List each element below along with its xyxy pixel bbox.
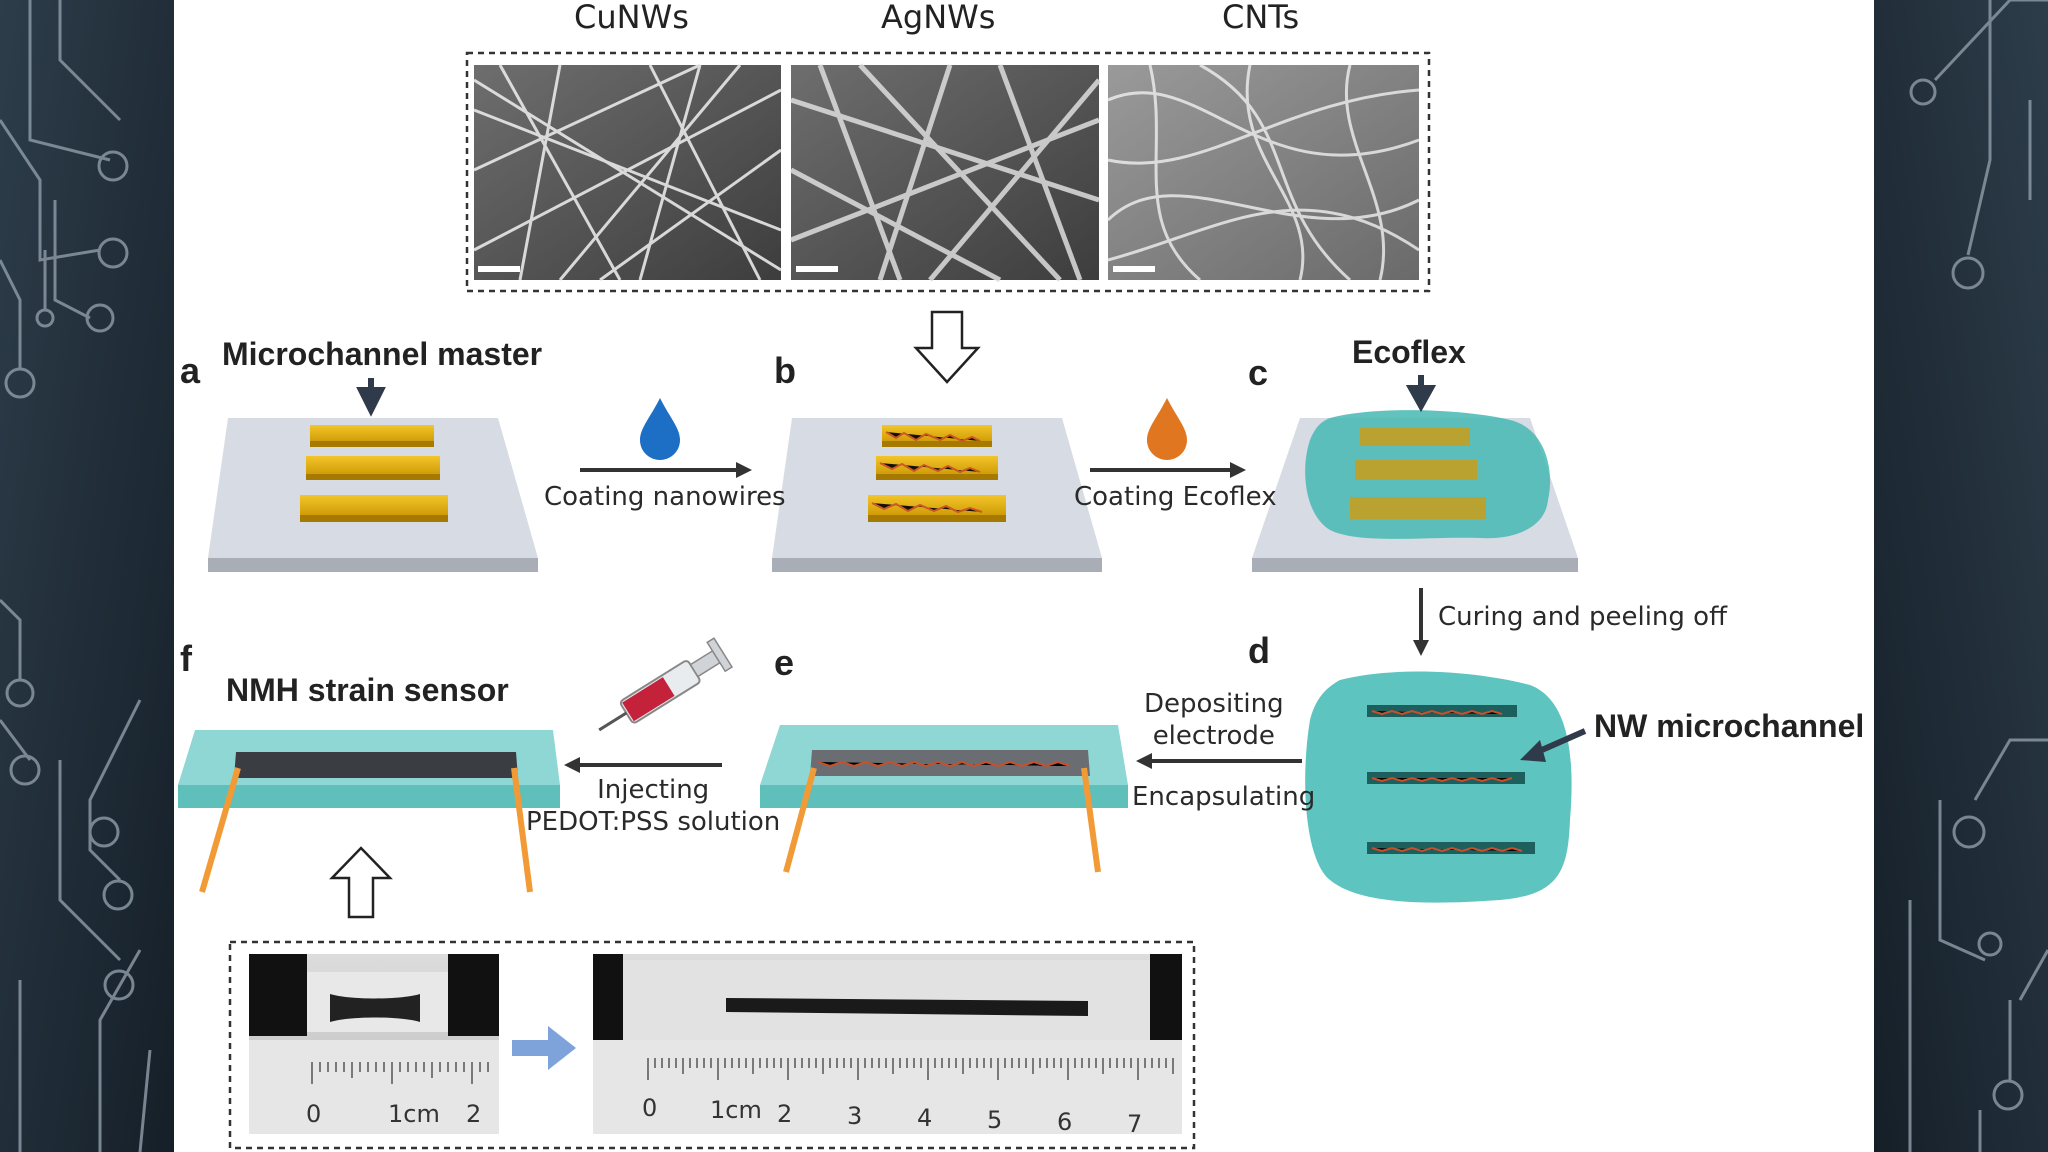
ruler-label-7-b: 7 <box>1127 1110 1143 1138</box>
ruler-label-1cm-b: 1cm <box>710 1096 762 1124</box>
step-depositing-electrode: Depositing electrode <box>1144 688 1284 752</box>
blue-drop-icon <box>640 398 680 460</box>
ruler-label-3-b: 3 <box>847 1102 863 1130</box>
panel-b-substrate <box>772 418 1102 572</box>
arrow-c-to-d-head <box>1413 640 1429 656</box>
photo-frame <box>228 940 1196 1150</box>
photo-after-stretch <box>593 954 1182 1134</box>
orange-drop-icon <box>1147 398 1187 460</box>
ruler-label-2-a: 2 <box>466 1100 482 1128</box>
sem-label-cunws: CuNWs <box>574 0 689 36</box>
photo-before-stretch <box>249 954 499 1134</box>
panel-f-sensor <box>178 730 560 893</box>
panel-a-substrate <box>208 418 538 572</box>
panel-letter-b: b <box>774 350 796 391</box>
arrow-a-to-b-head <box>736 462 752 478</box>
step-injecting-line1: Injecting <box>597 775 710 805</box>
right-background <box>1874 0 2048 1152</box>
ruler-label-0-a: 0 <box>306 1100 322 1128</box>
hollow-arrow-down <box>913 310 981 384</box>
step-injecting: Injecting PEDOT:PSS solution <box>526 774 780 838</box>
step-depositing-line2: electrode <box>1152 721 1275 751</box>
step-coating-nanowires: Coating nanowires <box>544 482 786 512</box>
ruler-label-4-b: 4 <box>917 1104 933 1132</box>
panel-letter-e: e <box>774 642 795 683</box>
ruler-label-2-b: 2 <box>777 1100 793 1128</box>
sem-image-agnws <box>791 65 1099 280</box>
panel-a-title: Microchannel master <box>222 336 543 372</box>
left-background <box>0 0 174 1152</box>
syringe-icon <box>598 637 734 732</box>
cunws-texture <box>473 63 782 282</box>
ruler-label-0-b: 0 <box>642 1094 658 1122</box>
sem-label-agnws: AgNWs <box>881 0 996 36</box>
panel-f-title: NMH strain sensor <box>226 672 509 708</box>
panel-c-pointer-arrow <box>1405 375 1437 413</box>
circuit-decoration-right <box>1908 0 2048 1152</box>
hollow-arrow-up <box>329 846 393 919</box>
arrow-b-to-c-head <box>1230 462 1246 478</box>
panel-d-microchannel <box>1305 671 1572 903</box>
ruler-label-6-b: 6 <box>1057 1108 1073 1136</box>
panel-letter-f: f <box>180 638 192 679</box>
nw-microchannel-pointer <box>1533 728 1587 756</box>
scale-bars <box>478 266 1155 272</box>
circuit-decoration-left <box>0 0 152 1152</box>
step-curing-peeling: Curing and peeling off <box>1438 602 1727 632</box>
panel-c-title: Ecoflex <box>1352 334 1466 370</box>
nw-microchannel-pointer-head <box>1520 740 1546 762</box>
arrow-d-to-e-head <box>1136 753 1152 769</box>
step-injecting-line2: PEDOT:PSS solution <box>526 807 781 837</box>
panel-letter-c: c <box>1248 352 1269 393</box>
stretch-arrow <box>512 1026 576 1070</box>
ruler-ticks <box>311 1058 1174 1084</box>
sem-label-cnts: CNTs <box>1222 0 1300 36</box>
panel-a-pointer-arrow <box>356 378 386 417</box>
arrow-e-to-f-head <box>564 757 580 773</box>
panel-letter-a: a <box>180 350 201 391</box>
agnws-texture <box>789 63 1101 283</box>
sem-image-frame <box>465 51 1431 293</box>
panel-e-device <box>760 725 1128 873</box>
panel-c-substrate <box>1252 410 1578 572</box>
ruler-label-1cm-a: 1cm <box>388 1100 440 1128</box>
panel-d-label: NW microchannel <box>1594 708 1865 744</box>
cnts-texture <box>1106 63 1420 282</box>
ruler-label-5-b: 5 <box>987 1106 1003 1134</box>
step-encapsulating: Encapsulating <box>1132 782 1316 812</box>
step-coating-ecoflex: Coating Ecoflex <box>1074 482 1277 512</box>
panel-letter-d: d <box>1248 630 1270 671</box>
step-depositing-line1: Depositing <box>1144 689 1284 719</box>
